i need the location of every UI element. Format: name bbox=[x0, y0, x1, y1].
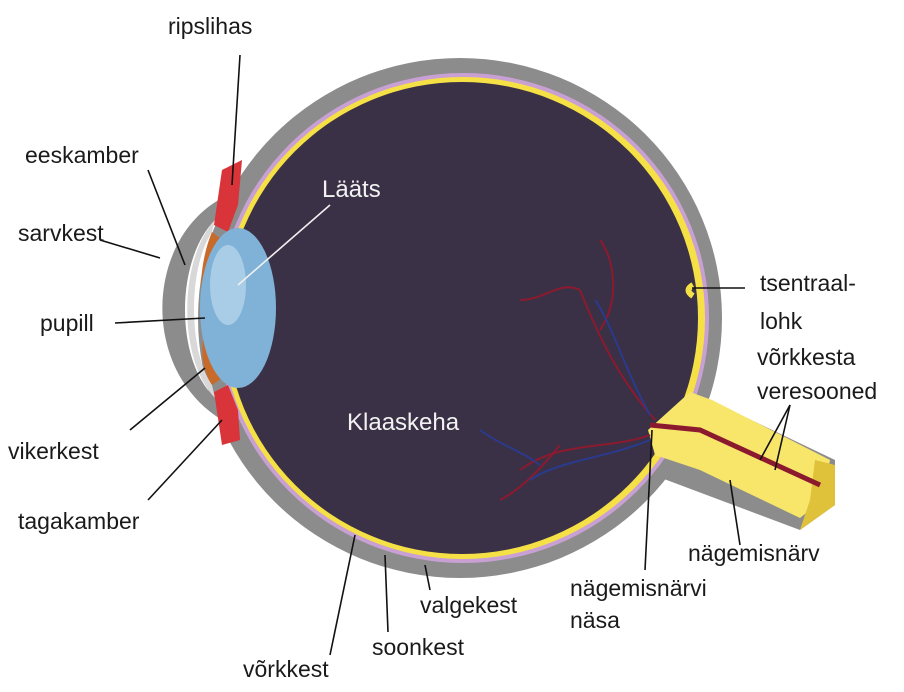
label-tsentraal: tsentraal- bbox=[760, 270, 856, 296]
vitreous-body bbox=[226, 82, 698, 554]
label-sarvkest: sarvkest bbox=[18, 220, 104, 246]
label-klaaskeha: Klaaskeha bbox=[347, 410, 459, 436]
label-tagakamber: tagakamber bbox=[18, 508, 139, 534]
label-soonkest: soonkest bbox=[372, 634, 464, 660]
label-vikerkest: vikerkest bbox=[8, 438, 99, 464]
label-eeskamber: eeskamber bbox=[25, 142, 139, 168]
label-ripslihas: ripslihas bbox=[168, 13, 252, 39]
label-nagemisnarv: nägemisnärv bbox=[688, 540, 820, 566]
label-laats: Lääts bbox=[322, 177, 381, 203]
label-vorkkest: võrkkest bbox=[243, 656, 329, 682]
lens-highlight bbox=[210, 245, 246, 325]
label-valgekest: valgekest bbox=[420, 592, 517, 618]
label-vorkkesta: võrkkesta bbox=[757, 344, 855, 370]
label-lohk: lohk bbox=[760, 308, 802, 334]
label-nagemisnarvi: nägemisnärvi bbox=[570, 575, 707, 601]
label-nasa: näsa bbox=[570, 607, 620, 633]
label-veresooned: veresooned bbox=[757, 378, 877, 404]
label-pupill: pupill bbox=[40, 310, 94, 336]
